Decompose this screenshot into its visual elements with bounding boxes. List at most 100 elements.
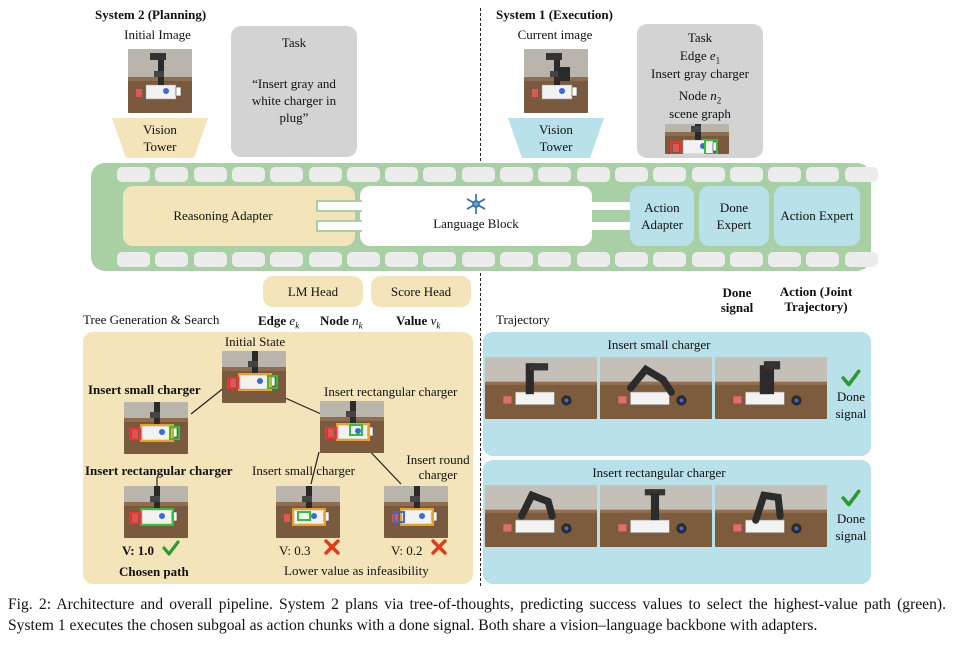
value-1: V: 1.0 (122, 543, 155, 558)
token-cell (729, 167, 763, 182)
value-label: Value vk (396, 313, 441, 331)
token-cell (117, 252, 150, 267)
rl-node-image (276, 486, 340, 538)
traj-frame (485, 485, 597, 547)
left-node-image (124, 402, 188, 454)
trajectory-row-1: Insert small charger Done signal (483, 332, 871, 456)
token-cell (193, 252, 227, 267)
traj-frame (715, 357, 827, 419)
node-label: Node nk (320, 313, 363, 331)
action-header: Action (Joint Trajectory) (779, 284, 853, 314)
language-block: Language Block (360, 186, 592, 246)
vision-tower-s2: Vision Tower (112, 118, 208, 158)
token-cell (768, 252, 802, 267)
reasoning-adapter: Reasoning Adapter (123, 186, 355, 246)
system1-header: System 1 (Execution) (496, 7, 613, 22)
rr-node-image (384, 486, 448, 538)
connector-right (592, 200, 632, 212)
value-2: V: 0.3 (279, 543, 311, 558)
done-expert-label: Done Expert (716, 200, 752, 232)
connector-left-2 (316, 220, 362, 232)
system2-header: System 2 (Planning) (95, 7, 207, 22)
traj-frame (600, 357, 712, 419)
current-image (524, 49, 588, 113)
done-signal-label: Done signal (835, 389, 867, 421)
token-cell (155, 167, 189, 182)
row1-label: Insert small charger (607, 337, 711, 352)
right-node-image (320, 401, 384, 453)
token-cell (461, 252, 495, 267)
token-cell (270, 252, 304, 267)
token-cell (231, 252, 265, 267)
node-value: scene graph (669, 106, 731, 121)
check-icon (841, 488, 861, 508)
token-cell (614, 167, 648, 182)
token-cell (270, 167, 304, 182)
token-cell (538, 167, 572, 182)
check-icon (841, 368, 861, 388)
left-edge-label: Insert small charger (88, 382, 201, 397)
trajectory-title: Trajectory (496, 312, 550, 327)
token-cell (691, 167, 725, 182)
token-cell (231, 167, 265, 182)
value-3: V: 0.2 (391, 543, 423, 558)
root-image (222, 351, 286, 403)
action-adapter-label: Action Adapter (641, 200, 683, 232)
token-cell (500, 252, 533, 267)
task-text: “Insert gray and white charger in plug” (251, 76, 337, 125)
action-expert-label: Action Expert (780, 208, 854, 223)
scene-graph-image (665, 124, 729, 154)
lm-head-label: LM Head (287, 284, 339, 299)
token-cell (461, 167, 495, 182)
task-box-s2: Task “Insert gray and white charger in p… (231, 26, 357, 157)
rr-edge-label: Insert round charger (406, 452, 470, 482)
traj-frame (485, 357, 597, 419)
token-cell (576, 167, 610, 182)
ll-edge-label: Insert rectangular charger (85, 463, 233, 478)
chosen-path-label: Chosen path (119, 564, 189, 579)
row2-label: Insert rectangular charger (592, 465, 726, 480)
task-title: Task (687, 30, 713, 45)
lm-head: LM Head (263, 276, 363, 307)
tree-title: Tree Generation & Search (83, 312, 220, 327)
vision-tower-s1: Vision Tower (508, 118, 604, 158)
traj-frame (600, 485, 712, 547)
token-cell (385, 167, 419, 182)
node-line: Node n2 (678, 88, 722, 106)
right-edge-label: Insert rectangular charger (324, 384, 458, 399)
edge-value: Insert gray charger (651, 66, 749, 81)
token-cell (806, 167, 840, 182)
token-cell (346, 252, 380, 267)
token-cell (308, 252, 342, 267)
cross-icon (323, 538, 341, 556)
language-block-label: Language Block (433, 216, 519, 231)
token-cell (538, 252, 572, 267)
edge-label: Edge ek (258, 313, 300, 331)
token-cell (653, 167, 687, 182)
token-cell (385, 252, 419, 267)
divider-line (480, 8, 481, 586)
token-cell (729, 252, 763, 267)
token-cell (155, 252, 189, 267)
action-adapter: Action Adapter (630, 186, 694, 246)
token-cell (500, 167, 533, 182)
initial-image-label: Initial Image (124, 27, 191, 42)
token-cell (691, 252, 725, 267)
connector-right-2 (592, 220, 632, 232)
token-cell (844, 167, 878, 182)
current-image-label: Current image (517, 27, 593, 42)
token-cell (193, 167, 227, 182)
ll-node-image (124, 486, 188, 538)
tree-edges (156, 386, 402, 487)
token-cell (346, 167, 380, 182)
token-cell (576, 252, 610, 267)
reasoning-adapter-label: Reasoning Adapter (173, 208, 273, 223)
edge-line: Edge e1 (679, 48, 721, 66)
initial-image (128, 49, 192, 113)
action-expert: Action Expert (774, 186, 860, 246)
token-cell (844, 252, 878, 267)
lower-value-label: Lower value as infeasibility (284, 563, 429, 578)
token-cell (768, 167, 802, 182)
score-head-label: Score Head (390, 284, 452, 299)
token-cell (614, 252, 648, 267)
